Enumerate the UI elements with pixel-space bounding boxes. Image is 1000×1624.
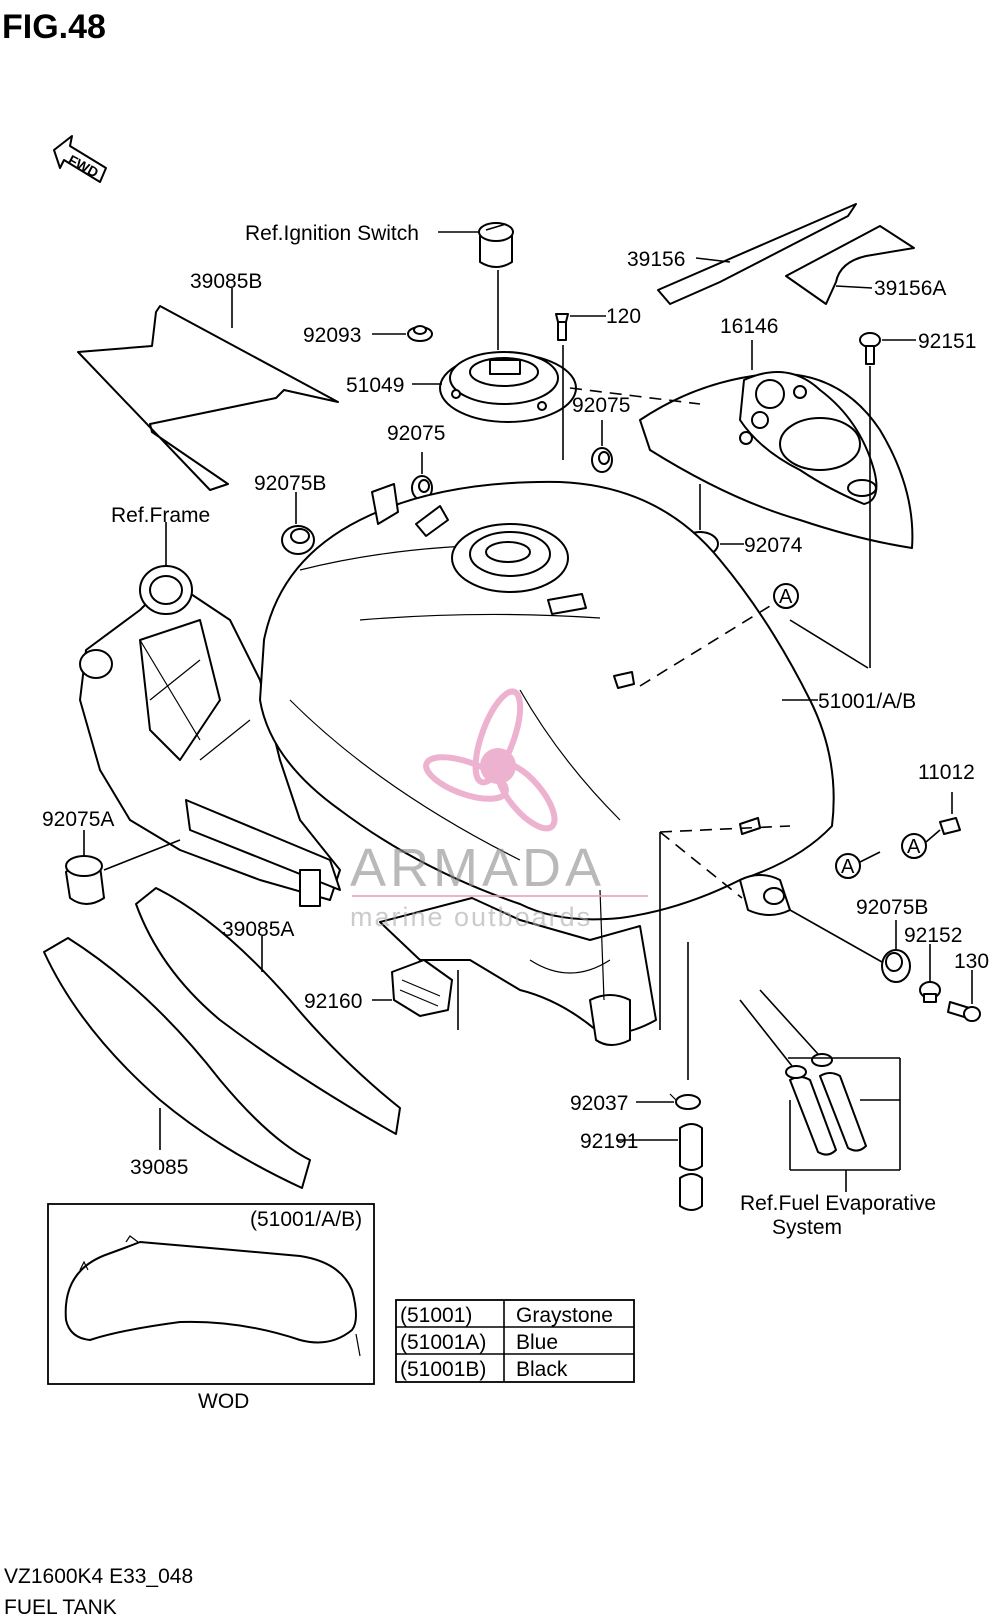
grommet-92093	[407, 325, 433, 342]
callout-51049: 51049	[346, 374, 404, 397]
clamp-92037	[669, 1093, 701, 1110]
color-table: (51001) Graystone (51001A) Blue (51001B)…	[395, 1299, 635, 1383]
model-code: VZ1600K4 E33_048	[4, 1565, 193, 1588]
pad-39085a	[135, 887, 401, 1135]
clip-11012	[939, 817, 961, 835]
inset-label: (51001/A/B)	[250, 1208, 362, 1231]
callout-92160: 92160	[304, 990, 362, 1013]
fwd-arrow-icon: FWD	[53, 135, 107, 183]
callout-51001: 51001/A/B	[818, 690, 916, 713]
callout-39156: 39156	[627, 248, 685, 271]
callout-92075a: 92075A	[42, 808, 114, 831]
evap-hoses-ref	[739, 989, 901, 1171]
inset-caption: WOD	[198, 1390, 249, 1413]
ref-marker-a-1: A	[773, 583, 799, 609]
ref-marker-a-3: A	[835, 853, 861, 879]
callout-92074: 92074	[744, 534, 803, 557]
bolt-92151	[859, 332, 881, 365]
callout-92075-right: 92075	[572, 394, 630, 417]
callout-130: 130	[954, 950, 989, 973]
color-row-3-color: Black	[516, 1358, 568, 1381]
screw-120	[555, 313, 569, 341]
pad-39085	[43, 937, 311, 1189]
frame-ref	[79, 565, 341, 907]
filler-cap-51049	[439, 351, 577, 423]
inset-wod	[47, 1203, 375, 1385]
callout-39085: 39085	[130, 1156, 188, 1179]
callout-ref-ignition-switch: Ref.Ignition Switch	[245, 222, 419, 245]
svg-text:A: A	[841, 856, 855, 878]
callout-39085a: 39085A	[222, 918, 294, 941]
armada-watermark-logo: ARMADA marine outboards	[350, 688, 648, 932]
bracket-92160	[391, 959, 453, 1017]
watermark-tagline: marine outboards	[350, 902, 592, 932]
grommet-92075a	[65, 855, 105, 905]
pad-39085b	[77, 305, 339, 491]
svg-text:A: A	[779, 586, 793, 608]
callout-11012: 11012	[918, 761, 975, 784]
fuel-tank-51001	[259, 480, 835, 921]
grommet-92075-left	[411, 475, 433, 501]
color-row-3-code: (51001B)	[400, 1358, 486, 1381]
color-row-2-color: Blue	[516, 1331, 558, 1354]
callout-ref-evap-line1: Ref.Fuel Evaporative	[740, 1192, 936, 1215]
callout-ref-evap-line2: System	[772, 1216, 842, 1239]
callout-ref-frame: Ref.Frame	[111, 504, 210, 527]
plate-39156a	[785, 225, 915, 305]
strip-39156	[657, 203, 857, 305]
callout-92075-left: 92075	[387, 422, 445, 445]
callout-92152: 92152	[904, 924, 962, 947]
callout-92075b-top: 92075B	[254, 472, 326, 495]
grommet-92075-right	[591, 447, 613, 473]
propeller-icon	[423, 688, 558, 832]
ignition-switch-cap	[478, 222, 514, 268]
callout-92191: 92191	[580, 1130, 638, 1153]
callout-92151: 92151	[918, 330, 976, 353]
ref-marker-a-2: A	[901, 833, 927, 859]
section-name: FUEL TANK	[4, 1596, 117, 1619]
callout-39085b: 39085B	[190, 270, 262, 293]
hose-92191	[679, 1123, 703, 1211]
color-row-1-code: (51001)	[400, 1304, 472, 1327]
washer-92152	[919, 981, 941, 1003]
tank-lower-trim	[379, 889, 657, 1046]
instrument-cover-16146	[639, 371, 914, 549]
color-row-2-code: (51001A)	[400, 1331, 486, 1354]
callout-39156a: 39156A	[874, 277, 946, 300]
callout-16146: 16146	[720, 315, 778, 338]
svg-text:A: A	[907, 836, 921, 858]
grommet-92075b-bottom	[881, 949, 911, 983]
bolt-130	[947, 1001, 981, 1022]
grommet-92075b-top	[281, 525, 315, 555]
figure-title: FIG.48	[2, 8, 106, 46]
watermark-brand: ARMADA	[350, 838, 605, 898]
color-row-1-color: Graystone	[516, 1304, 613, 1327]
callout-120: 120	[606, 305, 641, 328]
callout-92093: 92093	[303, 324, 361, 347]
callout-92037: 92037	[570, 1092, 628, 1115]
callout-92075b-bottom: 92075B	[856, 896, 928, 919]
